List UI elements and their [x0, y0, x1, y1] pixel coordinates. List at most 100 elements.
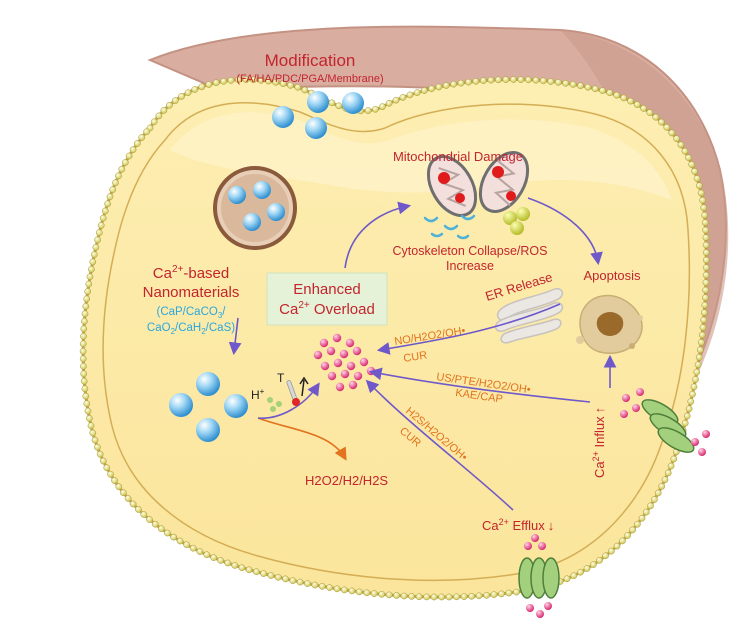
membrane-bead	[554, 78, 562, 86]
h-plus-label: H+	[251, 387, 265, 402]
membrane-bead	[502, 76, 510, 83]
calcium-ion	[332, 333, 342, 343]
membrane-bead	[364, 107, 372, 114]
membrane-bead	[289, 577, 297, 584]
membrane-bead	[510, 76, 517, 83]
membrane-bead	[599, 87, 606, 94]
membrane-bead	[583, 565, 591, 572]
membrane-bead	[702, 286, 709, 294]
membrane-bead	[267, 572, 275, 579]
membrane-bead	[140, 511, 148, 518]
membrane-bead	[92, 243, 100, 251]
membrane-bead	[490, 591, 498, 598]
ca-influx-label: Ca2+ Influx↑	[591, 407, 607, 478]
membrane-bead	[569, 81, 577, 88]
calcium-ion	[327, 371, 337, 381]
calcium-ion	[319, 338, 329, 348]
membrane-bead	[272, 78, 280, 86]
membrane-bead	[646, 109, 654, 116]
ca-nanomaterials-line1: Ca2+-based	[153, 264, 229, 282]
membrane-bead	[178, 93, 185, 100]
membrane-bead	[372, 105, 379, 113]
membrane-bead	[224, 559, 232, 567]
membrane-bead	[82, 303, 90, 310]
membrane-bead	[415, 593, 423, 601]
membrane-bead	[86, 273, 94, 281]
membrane-bead	[487, 76, 495, 84]
membrane-bead	[702, 249, 710, 256]
membrane-bead	[608, 547, 615, 555]
membrane-bead	[685, 154, 692, 162]
membrane-bead	[157, 525, 165, 533]
membrane-bead	[633, 101, 641, 108]
membrane-bead	[99, 214, 107, 222]
membrane-bead	[664, 469, 672, 477]
membrane-bead	[399, 94, 407, 101]
membrane-bead	[217, 557, 224, 564]
calcium-ion	[335, 382, 345, 392]
membrane-bead	[673, 135, 680, 143]
membrane-bead	[124, 495, 132, 502]
membrane-bead	[654, 489, 662, 497]
membrane-bead	[702, 234, 710, 241]
membrane-bead	[166, 101, 173, 109]
membrane-bead	[95, 229, 103, 237]
membrane-bead	[634, 520, 641, 528]
calcium-ion	[348, 380, 358, 390]
cytoskeleton-fragments	[423, 214, 476, 240]
arrow-to-products	[257, 417, 347, 461]
membrane-bead	[627, 97, 634, 105]
membrane-bead	[647, 502, 654, 510]
membrane-bead	[81, 317, 88, 325]
membrane-bead	[700, 309, 708, 316]
membrane-bead	[378, 590, 386, 598]
membrane-bead	[250, 76, 257, 84]
membrane-bead	[294, 83, 302, 91]
membrane-bead	[658, 118, 665, 126]
membrane-bead	[94, 236, 101, 244]
membrane-bead	[651, 496, 658, 503]
membrane-bead	[80, 325, 88, 333]
membrane-bead	[539, 77, 547, 85]
membrane-bead	[629, 526, 636, 534]
membrane-bead	[702, 241, 710, 249]
membrane-bead	[146, 516, 153, 523]
membrane-bead	[619, 537, 626, 545]
membrane-bead	[84, 407, 92, 415]
membrane-bead	[242, 76, 250, 83]
cytoskeleton-label-line1: Cytoskeleton Collapse/ROS	[393, 244, 548, 258]
membrane-bead	[101, 207, 109, 215]
membrane-bead	[171, 97, 179, 104]
membrane-bead	[170, 533, 178, 541]
membrane-bead	[83, 295, 91, 303]
membrane-bead	[85, 280, 93, 288]
membrane-bead	[341, 586, 348, 594]
membrane-bead	[638, 514, 646, 522]
membrane-bead	[198, 83, 206, 91]
membrane-bead	[135, 506, 142, 513]
membrane-bead	[624, 532, 631, 539]
membrane-bead	[274, 573, 282, 581]
membrane-bead	[498, 590, 505, 598]
membrane-bead	[203, 551, 211, 559]
membrane-bead	[577, 568, 584, 576]
arrow-to-mitochondria	[344, 201, 412, 269]
membrane-bead	[363, 589, 371, 597]
membrane-bead	[696, 346, 704, 354]
route-er-line2: CUR	[403, 349, 428, 365]
membrane-bead	[176, 537, 184, 545]
membrane-bead	[129, 500, 137, 508]
calcium-ion	[339, 349, 349, 359]
membrane-bead	[406, 91, 414, 99]
membrane-bead	[282, 575, 289, 583]
membrane-bead	[355, 588, 363, 596]
nanoparticle-vesicle	[213, 166, 297, 250]
membrane-bead	[160, 107, 168, 114]
membrane-bead	[681, 419, 689, 427]
membrane-bead	[335, 102, 343, 110]
membrane-bead	[260, 570, 267, 577]
membrane-bead	[702, 279, 710, 286]
apoptotic-cell-icon	[576, 294, 643, 354]
membrane-bead	[690, 383, 698, 391]
influx-channel-icon	[641, 399, 695, 453]
